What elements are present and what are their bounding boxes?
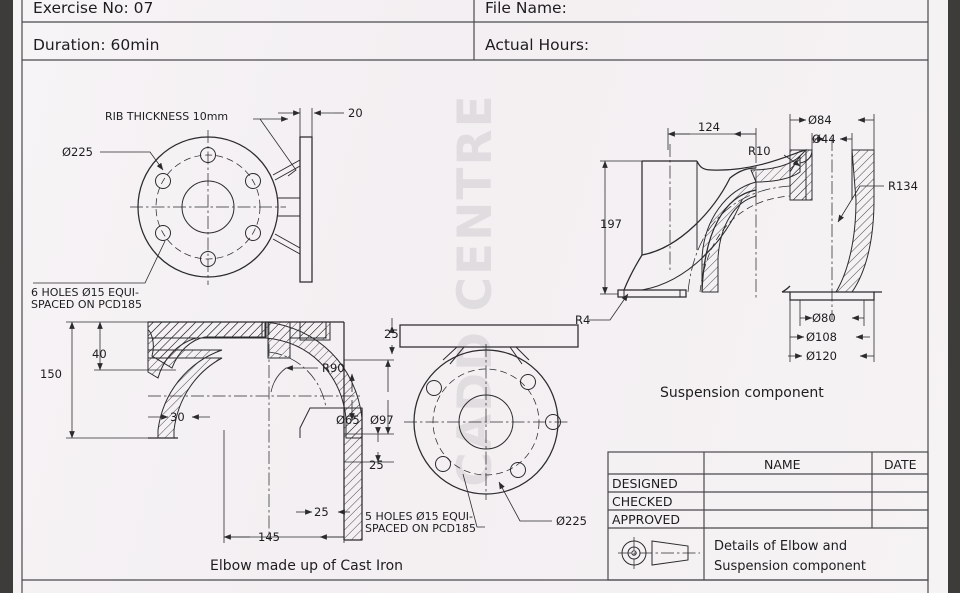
holes-note-line2-top: SPACED ON PCD185 bbox=[31, 298, 142, 311]
dim-dia-44: Ø44 bbox=[812, 132, 836, 146]
dim-dia-80: Ø80 bbox=[812, 311, 836, 325]
title-block-row-approved: APPROVED bbox=[612, 512, 680, 527]
bolt-hole bbox=[245, 173, 261, 189]
dim-R134: R134 bbox=[888, 179, 918, 193]
caption-suspension: Suspension component bbox=[660, 385, 824, 401]
dim-124: 124 bbox=[698, 120, 720, 134]
dim-dia-120: Ø120 bbox=[806, 349, 837, 363]
title-block-row-checked: CHECKED bbox=[612, 494, 672, 509]
title-block bbox=[607, 451, 929, 581]
dim-R90: R90 bbox=[322, 361, 345, 375]
dim-flange-dia-side: Ø225 bbox=[556, 514, 587, 528]
dims-elbow-side: 25 Ø225 5 HOLES Ø15 EQUI- SPACED ON PCD1… bbox=[365, 318, 587, 535]
dims-suspension: 124 197 R10 R4 R134 Ø84 bbox=[575, 113, 918, 363]
bolt-hole bbox=[426, 380, 442, 396]
dim-R10: R10 bbox=[748, 144, 771, 158]
bolt-hole bbox=[510, 462, 526, 478]
dim-dia-108: Ø108 bbox=[806, 330, 837, 344]
dim-dia-97: Ø97 bbox=[370, 413, 394, 427]
dim-25-right: 25 bbox=[369, 458, 384, 472]
title-block-col-name: NAME bbox=[764, 457, 801, 472]
title-block-col-date: DATE bbox=[884, 457, 917, 472]
dims-elbow-section: 150 40 30 R90 Ø65 Ø97 bbox=[40, 321, 394, 544]
holes-note-line1-top: 6 HOLES Ø15 EQUI- bbox=[31, 286, 139, 299]
view-elbow-section bbox=[147, 321, 363, 541]
title-block-row-designed: DESIGNED bbox=[612, 476, 678, 491]
duration-label: Duration: 60min bbox=[33, 36, 159, 54]
dim-197: 197 bbox=[600, 217, 622, 231]
dim-145: 145 bbox=[258, 530, 280, 544]
dim-30: 30 bbox=[170, 410, 185, 424]
title-block-title-line2: Suspension component bbox=[714, 559, 866, 574]
view-elbow-side bbox=[399, 324, 579, 500]
first-angle-projection-icon bbox=[618, 537, 700, 569]
scan-edge-right bbox=[948, 0, 960, 593]
bolt-hole bbox=[245, 225, 261, 241]
rib-thickness-note: RIB THICKNESS 10mm bbox=[105, 110, 228, 123]
bolt-hole bbox=[435, 456, 451, 472]
dim-150: 150 bbox=[40, 367, 62, 381]
view-elbow-front bbox=[130, 130, 313, 285]
holes-note-line2-side: SPACED ON PCD185 bbox=[365, 522, 476, 535]
bolt-hole bbox=[155, 225, 171, 241]
exercise-no-label: Exercise No: 07 bbox=[33, 0, 153, 17]
dim-flange-dia-top: Ø225 bbox=[62, 145, 93, 159]
dim-25-bottom: 25 bbox=[314, 505, 329, 519]
dim-dia-84: Ø84 bbox=[808, 113, 832, 127]
dim-plate-25: 25 bbox=[384, 327, 399, 341]
dim-R4: R4 bbox=[575, 313, 590, 327]
dim-plate-thickness: 20 bbox=[348, 106, 363, 120]
title-block-title-line1: Details of Elbow and bbox=[714, 539, 847, 554]
file-name-label: File Name: bbox=[485, 0, 567, 17]
scan-edge-left bbox=[0, 0, 13, 593]
bolt-hole bbox=[520, 374, 536, 390]
actual-hours-label: Actual Hours: bbox=[485, 36, 589, 54]
caption-elbow: Elbow made up of Cast Iron bbox=[210, 558, 403, 574]
view-suspension-component bbox=[617, 138, 882, 320]
holes-note-line1-side: 5 HOLES Ø15 EQUI- bbox=[365, 510, 473, 523]
dim-dia-65: Ø65 bbox=[336, 413, 360, 427]
bolt-hole bbox=[155, 173, 171, 189]
dim-40: 40 bbox=[92, 347, 107, 361]
sheet-frame bbox=[21, 0, 929, 593]
annotations-elbow-front: RIB THICKNESS 10mm 20 Ø225 6 HOLES Ø15 E… bbox=[31, 106, 363, 311]
